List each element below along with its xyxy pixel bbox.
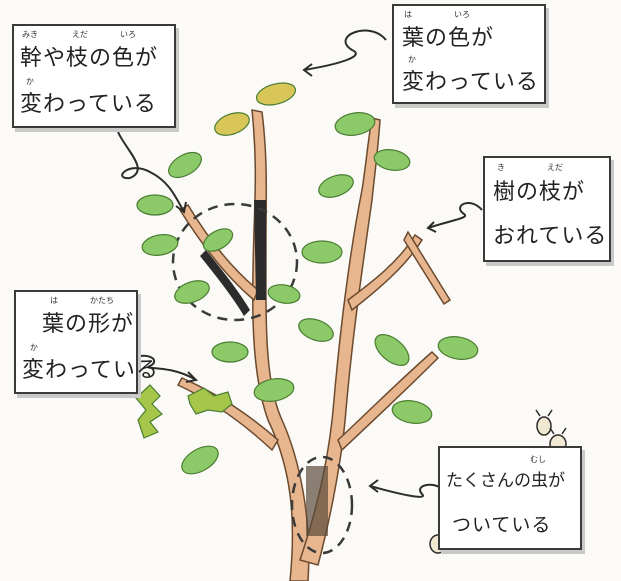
leaf bbox=[318, 174, 354, 198]
note-leaf-shape: は かたち 葉の形が か 変わっている bbox=[14, 290, 158, 394]
leaf bbox=[214, 112, 250, 136]
arrow-insects bbox=[369, 483, 445, 498]
right-branch bbox=[299, 117, 381, 566]
dashed-highlight-upper bbox=[171, 202, 299, 322]
leaf bbox=[437, 336, 479, 360]
arrow-leaf-shape bbox=[129, 354, 197, 381]
deformed-leaf bbox=[187, 387, 233, 415]
ruby-ka: か bbox=[408, 55, 416, 64]
note-line-1: 樹の枝が bbox=[493, 180, 586, 205]
leaf bbox=[334, 112, 376, 136]
note-broken-branch: き えだ 樹の枝が おれている bbox=[483, 156, 611, 262]
note-line-2: 変わっている bbox=[22, 358, 159, 383]
leaf bbox=[141, 234, 179, 256]
ruby-ha: は bbox=[404, 10, 412, 19]
pointer-arrows bbox=[117, 29, 483, 498]
leaf bbox=[391, 400, 433, 424]
blackened-branch-section bbox=[200, 250, 250, 316]
note-leaf-color: は いろ 葉の色が か 変わっている bbox=[392, 4, 546, 104]
leaf bbox=[253, 378, 295, 402]
ruby-katachi: かたち bbox=[90, 296, 114, 305]
main-trunk bbox=[251, 109, 310, 581]
leaf bbox=[136, 194, 174, 216]
note-line-2: ついている bbox=[452, 514, 552, 536]
ruby-eda: えだ bbox=[72, 30, 88, 39]
arrow-trunk-color bbox=[117, 131, 185, 213]
leaf bbox=[211, 341, 249, 363]
leaf bbox=[255, 82, 297, 106]
broken-branch bbox=[403, 230, 452, 306]
ruby-mushi: むし bbox=[530, 455, 546, 464]
leaf bbox=[267, 284, 301, 304]
insect-damage-band bbox=[306, 466, 328, 536]
note-line-2: おれている bbox=[493, 224, 608, 249]
leaf bbox=[174, 280, 210, 304]
leaf bbox=[168, 151, 202, 179]
note-line-2: 変わっている bbox=[20, 92, 157, 117]
leaf bbox=[298, 318, 334, 342]
deformed-leaf bbox=[135, 384, 163, 439]
note-line-1: 幹や枝の色が bbox=[20, 46, 159, 71]
upper-left-branch bbox=[178, 203, 259, 302]
note-trunk-branch-color: みき えだ いろ 幹や枝の色が か 変わっている bbox=[12, 24, 176, 128]
right-lower-branch bbox=[337, 350, 440, 452]
note-line-1: 葉の形が bbox=[42, 312, 135, 337]
note-line-2: 変わっている bbox=[402, 70, 539, 95]
dashed-highlight-trunk bbox=[290, 455, 354, 555]
leaf bbox=[181, 445, 219, 475]
leaf bbox=[374, 334, 410, 366]
ruby-iro: いろ bbox=[120, 30, 136, 39]
ruby-ki: き bbox=[497, 163, 505, 172]
ruby-eda: えだ bbox=[547, 163, 563, 172]
note-line-1: たくさんの虫が bbox=[446, 471, 565, 491]
leaf bbox=[301, 240, 343, 264]
leaves bbox=[136, 82, 479, 475]
ruby-ha: は bbox=[50, 296, 58, 305]
arrow-broken-branch bbox=[427, 202, 483, 229]
ruby-ka: か bbox=[26, 77, 34, 86]
ruby-ka: か bbox=[30, 343, 38, 352]
ruby-iro: いろ bbox=[454, 10, 470, 19]
blackened-trunk-section bbox=[254, 200, 266, 300]
leaf bbox=[202, 228, 234, 252]
leaf bbox=[373, 149, 411, 171]
arrow-leaf-color bbox=[303, 29, 387, 71]
ruby-miki: みき bbox=[22, 30, 38, 39]
note-line-1: 葉の色が bbox=[402, 26, 495, 51]
note-many-insects: たくさんの虫が むし ついている bbox=[438, 446, 582, 550]
insect bbox=[536, 416, 552, 436]
right-middle-branch bbox=[347, 233, 424, 312]
